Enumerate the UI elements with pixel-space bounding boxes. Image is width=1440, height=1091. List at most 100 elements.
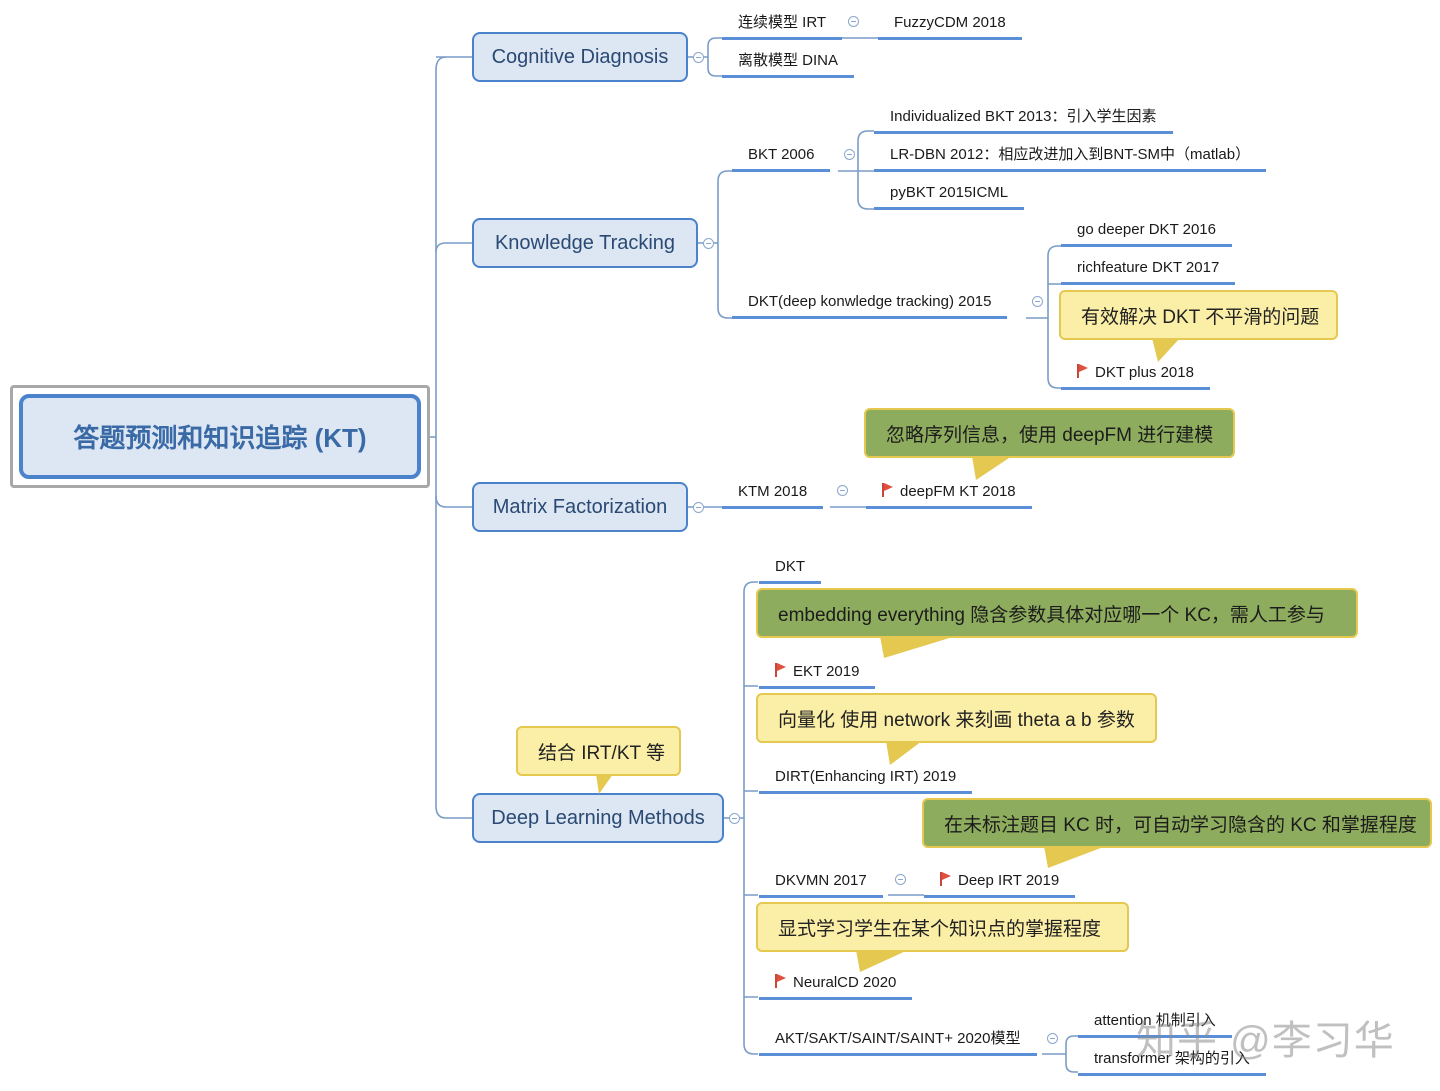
underline	[759, 895, 883, 898]
collapse-toggle-icon[interactable]	[848, 16, 859, 27]
collapse-toggle-icon[interactable]	[729, 813, 740, 824]
leaf-label: DKVMN 2017	[775, 872, 867, 889]
flag-icon	[775, 974, 787, 988]
leaf-dina[interactable]: 离散模型 DINA	[722, 52, 855, 78]
leaf-label: Individualized BKT 2013：引入学生因素	[890, 108, 1157, 125]
leaf-lr-dbn[interactable]: LR-DBN 2012：相应改进加入到BNT-SM中（matlab）	[874, 146, 1267, 172]
note-text: embedding everything 隐含参数具体对应哪一个 KC，需人工参…	[778, 604, 1325, 626]
leaf-transformer[interactable]: transformer 架构的引入	[1078, 1050, 1266, 1076]
note-dkt-embedding: embedding everything 隐含参数具体对应哪一个 KC，需人工参…	[756, 588, 1358, 638]
underline	[1061, 282, 1236, 285]
leaf-bkt[interactable]: BKT 2006	[732, 146, 831, 172]
leaf-individualized-bkt[interactable]: Individualized BKT 2013：引入学生因素	[874, 108, 1173, 134]
flag-icon	[940, 872, 952, 886]
underline	[1061, 244, 1232, 247]
edge-dkt	[1026, 245, 1062, 389]
collapse-toggle-icon[interactable]	[1047, 1033, 1058, 1044]
leaf-label: DIRT(Enhancing IRT) 2019	[775, 768, 957, 785]
leaf-deepfm-kt[interactable]: deepFM KT 2018	[866, 483, 1032, 509]
leaf-neuralcd[interactable]: NeuralCD 2020	[759, 974, 913, 1000]
leaf-label: DKT(deep konwledge tracking) 2015	[748, 293, 992, 310]
collapse-toggle-icon[interactable]	[1032, 296, 1043, 307]
underline	[759, 581, 821, 584]
note-deepfm: 忽略序列信息，使用 deepFM 进行建模	[864, 408, 1235, 458]
leaf-label: LR-DBN 2012：相应改进加入到BNT-SM中（matlab）	[890, 146, 1251, 163]
underline	[722, 506, 824, 509]
node-label: Deep Learning Methods	[491, 806, 705, 829]
node-knowledge-tracking[interactable]: Knowledge Tracking	[472, 218, 698, 268]
note-deep-irt: 在未标注题目 KC 时，可自动学习隐含的 KC 和掌握程度	[922, 798, 1432, 848]
underline	[732, 169, 831, 172]
flag-icon	[882, 483, 894, 497]
underline	[759, 1053, 1037, 1056]
collapse-toggle-icon[interactable]	[844, 149, 855, 160]
underline	[1061, 387, 1210, 390]
note-text: 显式学习学生在某个知识点的掌握程度	[778, 918, 1102, 940]
note-ekt: 向量化 使用 network 来刻画 theta a b 参数	[756, 693, 1157, 743]
leaf-ktm[interactable]: KTM 2018	[722, 483, 824, 509]
node-label: Knowledge Tracking	[494, 231, 676, 254]
collapse-toggle-icon[interactable]	[703, 238, 714, 249]
root-node-frame[interactable]: 答题预测和知识追踪 (KT)	[10, 385, 430, 488]
underline	[924, 895, 1076, 898]
leaf-label: richfeature DKT 2017	[1077, 259, 1220, 276]
underline	[874, 207, 1025, 210]
underline	[759, 686, 876, 689]
collapse-toggle-icon[interactable]	[895, 874, 906, 885]
leaf-deep-irt[interactable]: Deep IRT 2019	[924, 872, 1076, 898]
note-tail	[856, 950, 908, 972]
collapse-toggle-icon[interactable]	[837, 485, 848, 496]
edge-akt	[1042, 1035, 1078, 1073]
note-deep-learning: 结合 IRT/KT 等	[516, 726, 681, 776]
leaf-irt[interactable]: 连续模型 IRT	[722, 14, 843, 40]
collapse-toggle-icon[interactable]	[693, 52, 704, 63]
node-matrix-factorization[interactable]: Matrix Factorization	[472, 482, 688, 532]
node-label: Matrix Factorization	[492, 495, 668, 518]
underline	[722, 75, 855, 78]
leaf-fuzzycdm[interactable]: FuzzyCDM 2018	[878, 14, 1022, 40]
underline	[878, 37, 1022, 40]
root-node[interactable]: 答题预测和知识追踪 (KT)	[19, 394, 421, 479]
leaf-label: EKT 2019	[793, 663, 860, 680]
leaf-label: BKT 2006	[748, 146, 815, 163]
note-text: 向量化 使用 network 来刻画 theta a b 参数	[778, 709, 1135, 731]
leaf-go-deeper-dkt[interactable]: go deeper DKT 2016	[1061, 221, 1232, 247]
leaf-attention[interactable]: attention 机制引入	[1078, 1012, 1232, 1038]
node-cognitive-diagnosis[interactable]: Cognitive Diagnosis	[472, 32, 688, 82]
leaf-label: transformer 架构的引入	[1094, 1050, 1250, 1067]
underline	[722, 37, 843, 40]
leaf-ekt[interactable]: EKT 2019	[759, 663, 876, 689]
note-tail	[596, 774, 613, 794]
flag-icon	[1077, 364, 1089, 378]
note-neuralcd: 显式学习学生在某个知识点的掌握程度	[756, 902, 1129, 952]
node-label: Cognitive Diagnosis	[491, 45, 669, 68]
note-dkt-plus: 有效解决 DKT 不平滑的问题	[1059, 290, 1338, 340]
leaf-dirt[interactable]: DIRT(Enhancing IRT) 2019	[759, 768, 973, 794]
collapse-toggle-icon[interactable]	[693, 502, 704, 513]
leaf-akt[interactable]: AKT/SAKT/SAINT/SAINT+ 2020模型	[759, 1030, 1037, 1056]
leaf-label: attention 机制引入	[1094, 1012, 1216, 1029]
note-tail	[880, 636, 956, 658]
edge-trunk-mf	[435, 495, 472, 508]
leaf-dkt[interactable]: DKT	[759, 558, 821, 584]
leaf-label: DKT	[775, 558, 805, 575]
note-text: 结合 IRT/KT 等	[538, 742, 666, 764]
underline	[732, 316, 1008, 319]
leaf-dkvmn[interactable]: DKVMN 2017	[759, 872, 883, 898]
edge-trunk-kt	[435, 242, 472, 253]
leaf-label: DKT plus 2018	[1095, 364, 1194, 381]
edge-bkt	[838, 130, 874, 210]
leaf-label: deepFM KT 2018	[900, 483, 1016, 500]
leaf-dkt-2015[interactable]: DKT(deep konwledge tracking) 2015	[732, 293, 1008, 319]
leaf-label: 连续模型 IRT	[738, 14, 827, 31]
leaf-pybkt[interactable]: pyBKT 2015ICML	[874, 184, 1025, 210]
leaf-richfeature-dkt[interactable]: richfeature DKT 2017	[1061, 259, 1236, 285]
underline	[866, 506, 1032, 509]
root-label: 答题预测和知识追踪 (KT)	[73, 423, 367, 453]
leaf-label: NeuralCD 2020	[793, 974, 897, 991]
note-text: 在未标注题目 KC 时，可自动学习隐含的 KC 和掌握程度	[944, 814, 1417, 836]
leaf-dkt-plus[interactable]: DKT plus 2018	[1061, 364, 1210, 390]
underline	[1078, 1073, 1266, 1076]
node-deep-learning-methods[interactable]: Deep Learning Methods	[472, 793, 724, 843]
underline	[759, 791, 973, 794]
